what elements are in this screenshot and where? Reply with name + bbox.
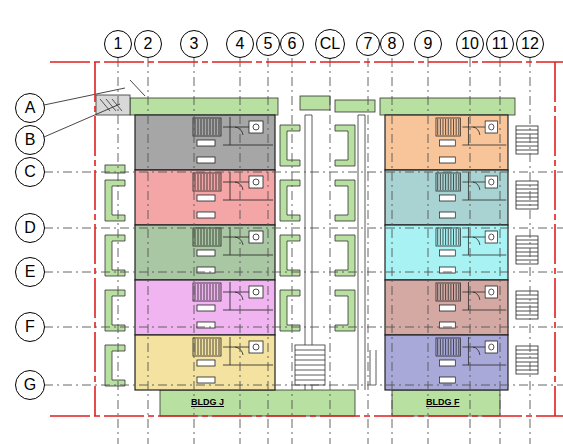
grid-label: D [24,220,36,236]
grid-label: 5 [264,36,273,52]
grid-bubble: 11 [486,30,514,58]
grid-bubble: D [15,213,45,243]
grid-label: F [25,319,35,335]
grid-label: 3 [190,36,199,52]
grid-bubble: 1 [104,30,132,58]
grid-label: A [25,100,36,116]
grid-bubble: CL [315,29,345,59]
grid-label: B [25,132,36,148]
grid-bubble: A [15,93,45,123]
grid-label: CL [320,36,340,52]
grid-bubble: 8 [380,32,404,56]
grid-bubble: 7 [356,32,380,56]
grid-bubble: 3 [180,30,208,58]
grid-label: 10 [461,36,479,52]
grid-label: 2 [144,36,153,52]
grid-bubble: G [15,370,45,400]
grid-label: 6 [288,36,297,52]
grid-label: 8 [388,36,397,52]
building-label: BLDG J [189,398,226,408]
grid-bubble: 10 [456,30,484,58]
grid-label: C [24,164,36,180]
building-label: BLDG F [424,398,462,408]
grid-label: 1 [114,36,123,52]
grid-bubble: 4 [226,30,254,58]
grid-bubble: 5 [256,32,280,56]
grid-label: E [25,264,36,280]
grid-label: 9 [424,36,433,52]
grid-label: 7 [364,36,373,52]
grid-label: 4 [236,36,245,52]
grid-bubble: C [15,157,45,187]
grid-bubble: E [15,257,45,287]
grid-bubble: 9 [414,30,442,58]
grid-bubble: 6 [280,32,304,56]
grid-bubble: 12 [516,30,544,58]
grid-label: G [24,377,36,393]
grid-bubble: F [15,312,45,342]
grid-label: 11 [492,36,509,52]
grid-bubble: 2 [134,30,162,58]
grid-bubble: B [15,125,45,155]
grid-label: 12 [521,36,539,52]
